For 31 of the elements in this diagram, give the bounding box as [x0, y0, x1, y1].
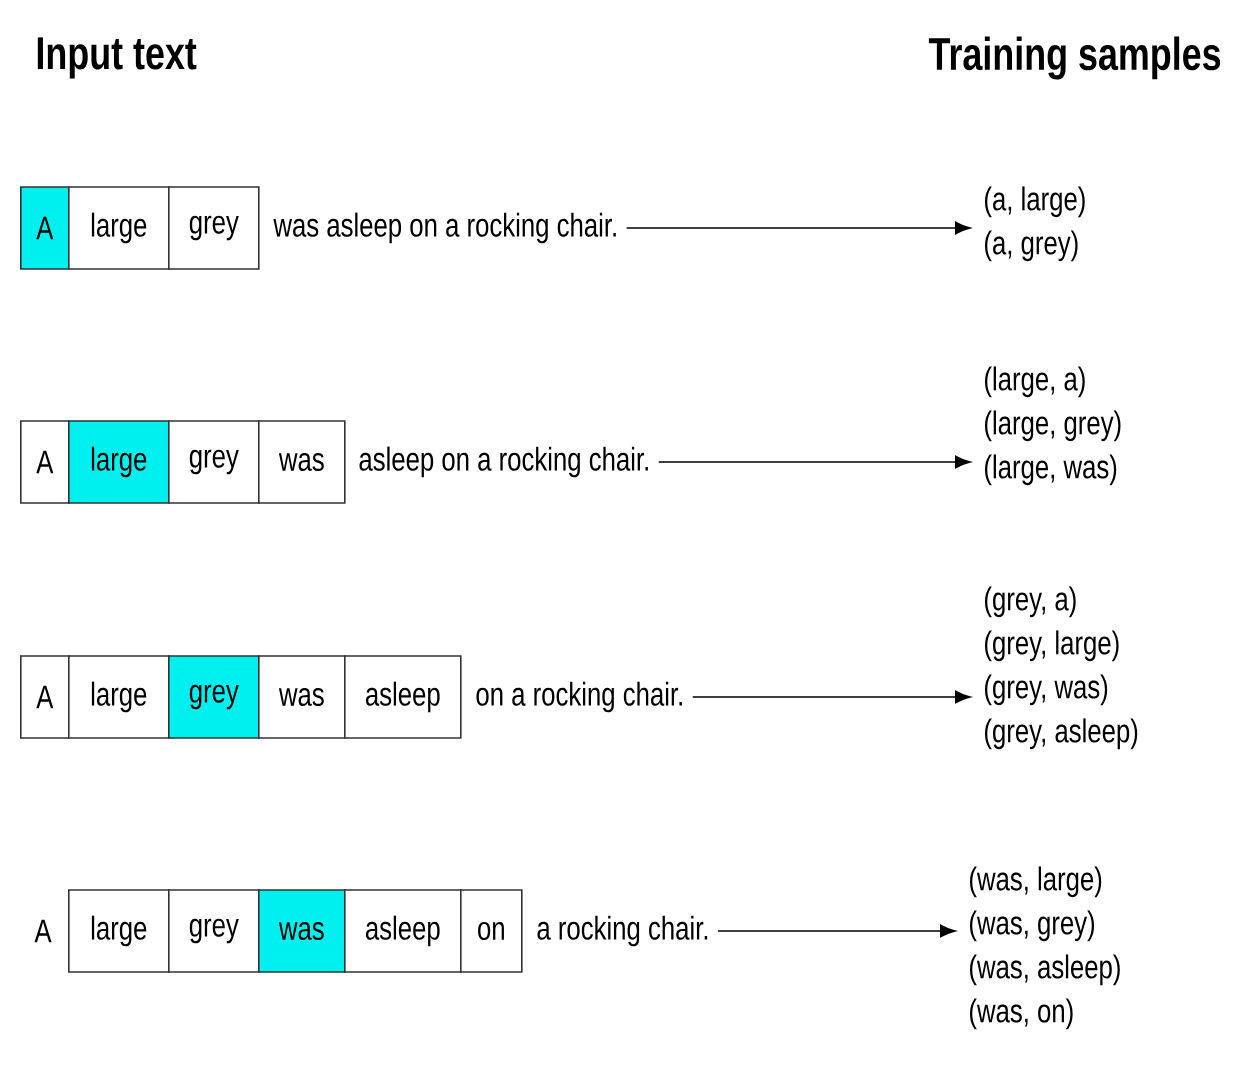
- arrow: [717, 924, 956, 938]
- arrow: [657, 455, 971, 469]
- word-text: A: [34, 919, 52, 943]
- word-box: A: [20, 655, 70, 739]
- sentence-text: asleep on a rocking chair.: [359, 446, 648, 478]
- word-box: large: [68, 889, 170, 973]
- sentence-text: was asleep on a rocking chair.: [273, 212, 616, 244]
- word-box: A: [20, 186, 70, 270]
- arrow: [691, 690, 971, 704]
- word-box: on: [460, 889, 523, 973]
- word-box: was: [258, 655, 346, 739]
- word-box: A: [20, 420, 70, 504]
- word-box: grey: [168, 420, 260, 504]
- word-box: grey: [168, 889, 260, 973]
- word-box: asleep: [344, 655, 462, 739]
- sample-list: (grey, a) (grey, large) (grey, was) (grey, asleep): [985, 586, 1138, 750]
- word-box: was: [258, 420, 346, 504]
- sentence-text: on a rocking chair.: [476, 681, 682, 713]
- word-box: large: [68, 186, 170, 270]
- arrow: [625, 221, 971, 235]
- heading: Training samples: [928, 36, 1221, 80]
- word-box: large: [68, 420, 170, 504]
- word-box: grey: [168, 655, 260, 739]
- sample-list: (was, large) (was, grey) (was, asleep) (was, on): [970, 866, 1120, 1030]
- heading: Input text: [37, 37, 197, 79]
- sentence-text: a rocking chair.: [537, 915, 708, 947]
- word-box: asleep: [344, 889, 462, 973]
- word-box: was: [258, 889, 346, 973]
- sample-list: (large, a) (large, grey) (large, was): [985, 366, 1121, 486]
- sample-list: (a, large) (a, grey): [985, 186, 1085, 262]
- word-box: grey: [168, 186, 260, 270]
